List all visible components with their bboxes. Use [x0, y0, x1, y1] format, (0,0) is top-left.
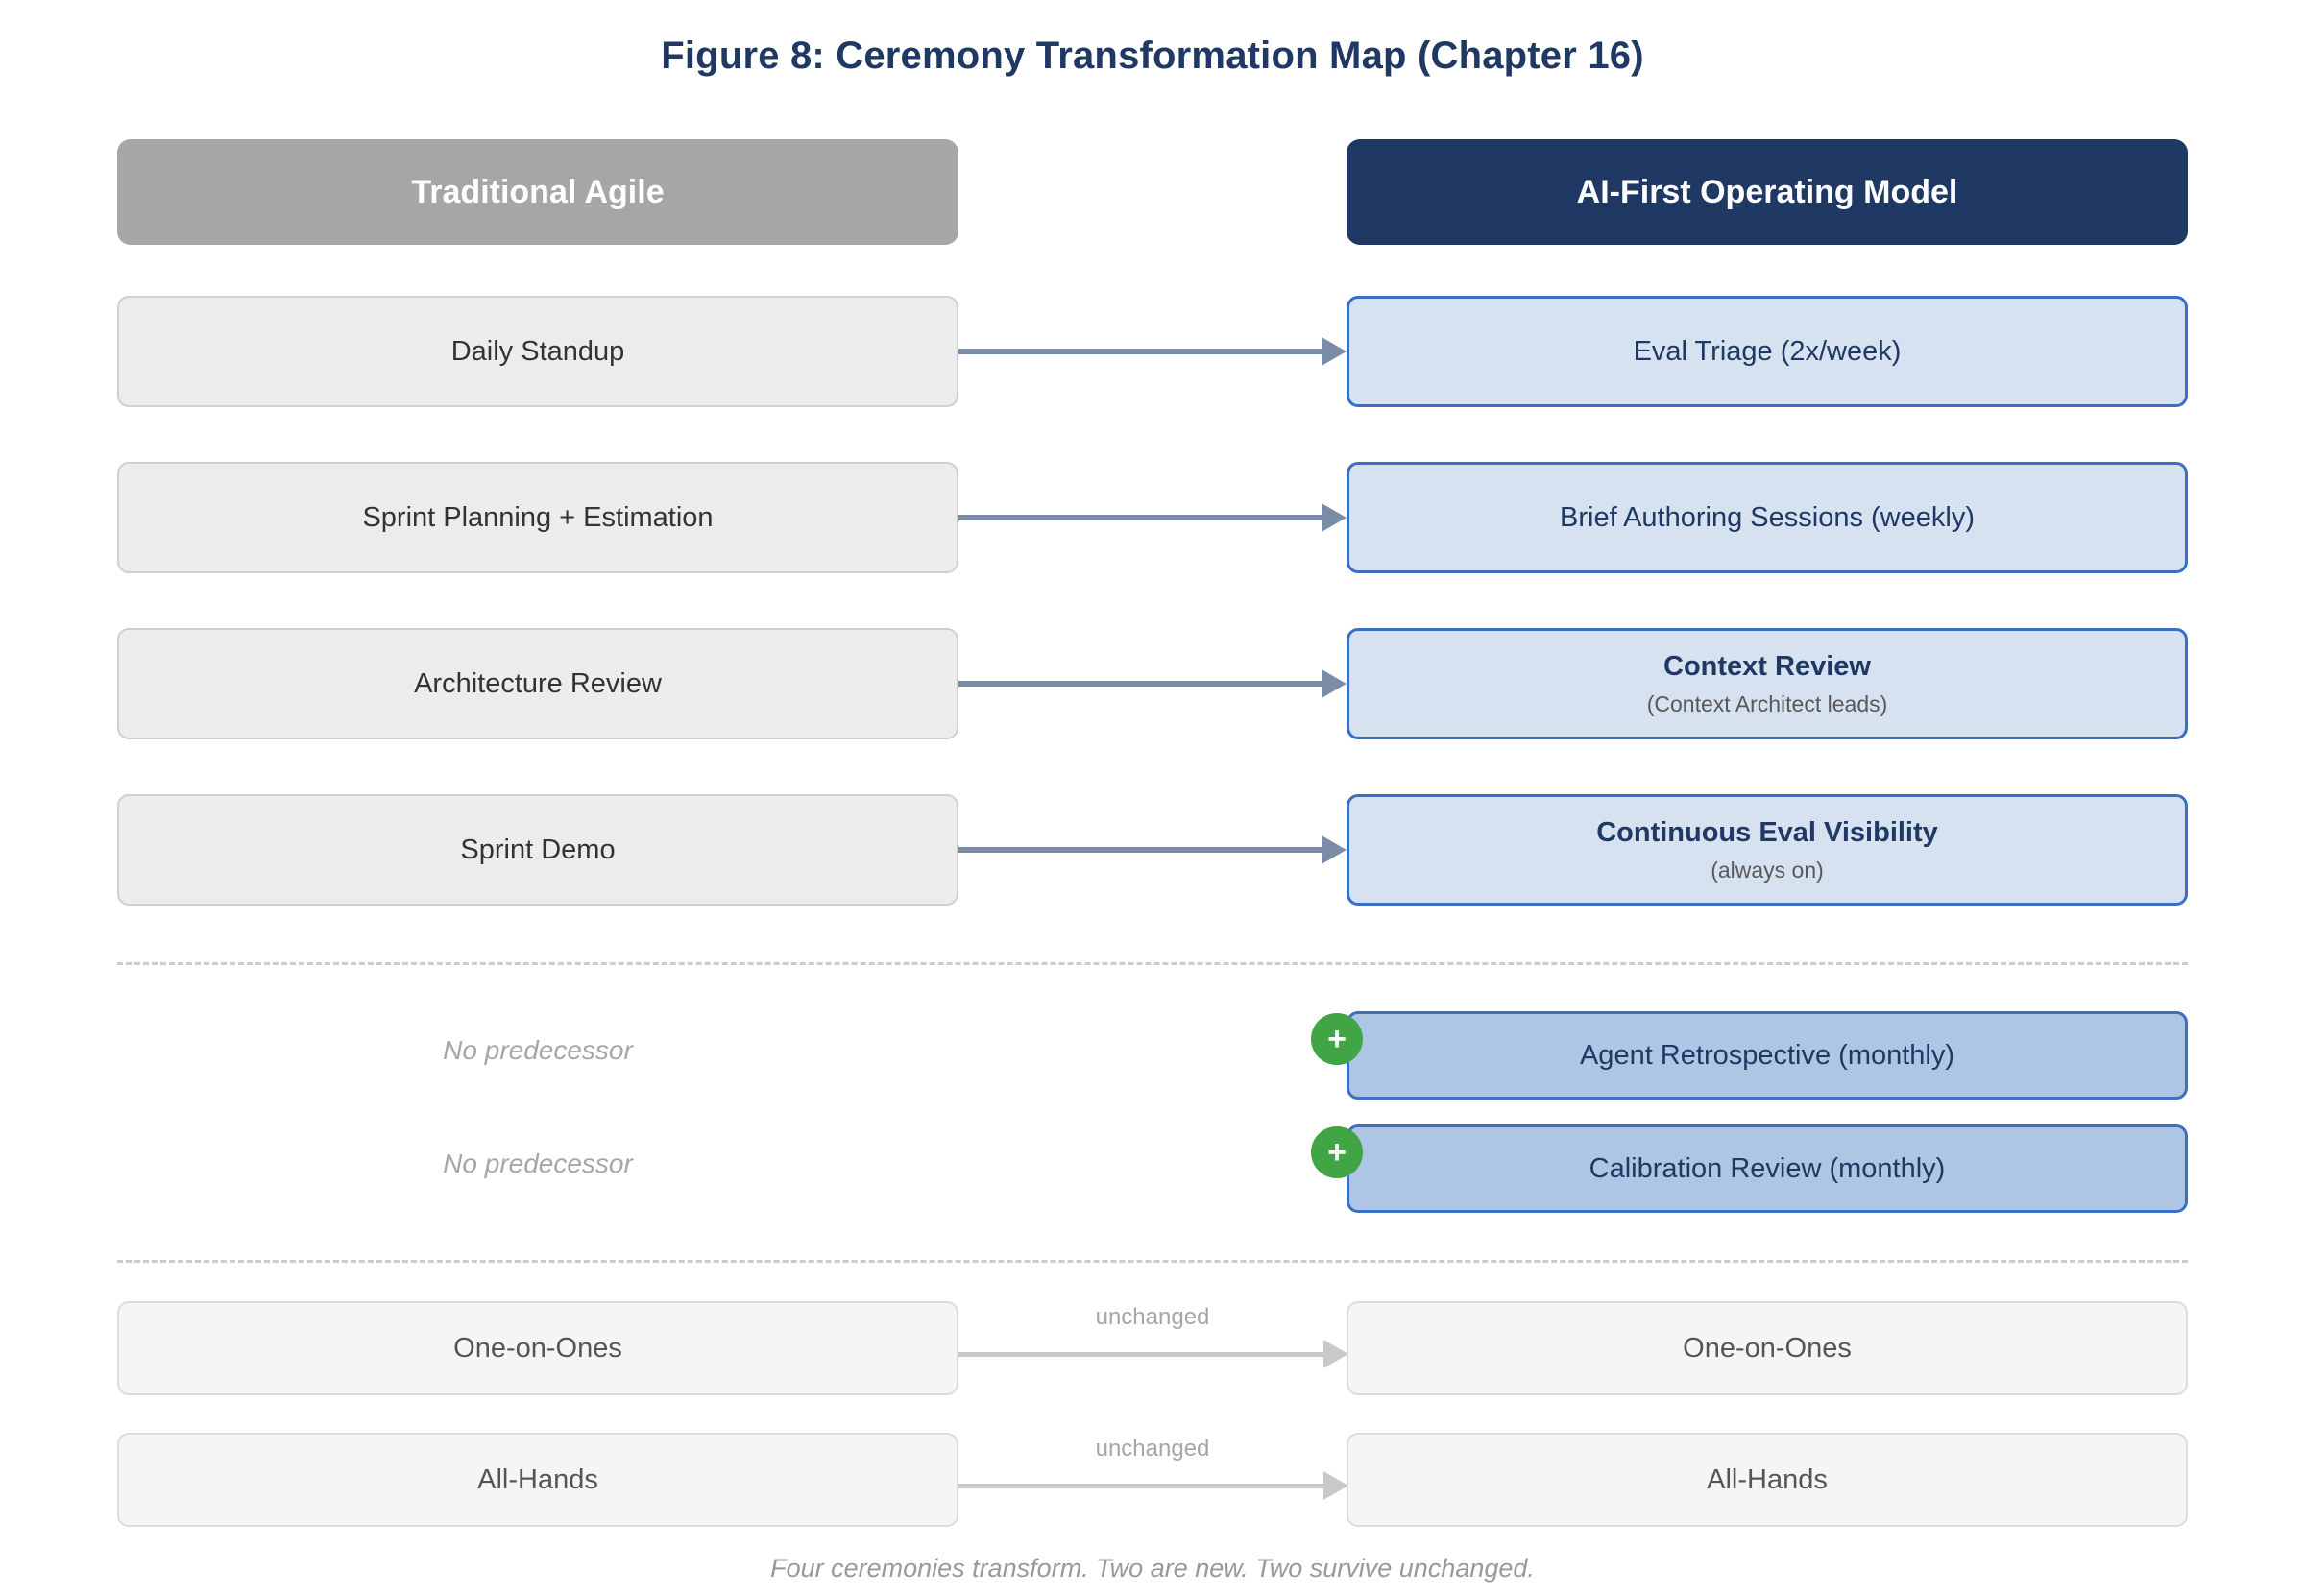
no-predecessor-label-2: No predecessor: [443, 1149, 633, 1178]
section-divider-new-ceremonies: [117, 962, 2188, 965]
traditional-node-one-on-ones[interactable]: One-on-Ones: [117, 1301, 958, 1395]
arrow-shaft: [958, 1484, 1323, 1488]
ai-node-all-hands[interactable]: All-Hands: [1347, 1433, 2188, 1527]
traditional-node-label: Sprint Demo: [460, 834, 616, 865]
traditional-node-all-hands[interactable]: All-Hands: [117, 1433, 958, 1527]
section-divider-unchanged: [117, 1260, 2188, 1263]
ai-node-label: Agent Retrospective (monthly): [1579, 1039, 1955, 1071]
plus-icon-glyph: +: [1327, 1134, 1347, 1171]
ai-node-calibration-review[interactable]: Calibration Review (monthly): [1347, 1124, 2188, 1213]
ai-node-sublabel: (always on): [1711, 857, 1824, 883]
traditional-node-sprint-demo[interactable]: Sprint Demo: [117, 794, 958, 906]
traditional-node-daily-standup[interactable]: Daily Standup: [117, 296, 958, 407]
arrow-head: [1323, 1471, 1348, 1500]
arrow-head: [1323, 1340, 1348, 1368]
ai-node-continuous-eval-visibility[interactable]: Continuous Eval Visibility (always on): [1347, 794, 2188, 906]
traditional-node-architecture-review[interactable]: Architecture Review: [117, 628, 958, 739]
arrow-head: [1322, 835, 1347, 864]
plus-icon-glyph: +: [1327, 1021, 1347, 1057]
traditional-node-label: One-on-Ones: [453, 1332, 622, 1364]
ai-node-label: Continuous Eval Visibility: [1596, 817, 1938, 849]
ai-node-label: All-Hands: [1707, 1463, 1828, 1495]
traditional-node-label: Daily Standup: [450, 335, 625, 367]
column-header-ai-first: AI-First Operating Model: [1347, 139, 2188, 245]
traditional-node-sprint-planning[interactable]: Sprint Planning + Estimation: [117, 462, 958, 573]
ai-node-label: Brief Authoring Sessions (weekly): [1560, 501, 1975, 533]
ai-node-label: Eval Triage (2x/week): [1633, 335, 1902, 367]
ai-node-label: One-on-Ones: [1683, 1332, 1852, 1364]
figure-footer-note: Four ceremonies transform. Two are new. …: [770, 1554, 1535, 1583]
arrow-shaft: [958, 349, 1322, 354]
arrow-head: [1322, 503, 1347, 532]
traditional-node-label: Sprint Planning + Estimation: [362, 501, 714, 533]
ai-node-label: Context Review: [1663, 651, 1871, 683]
arrow-head: [1322, 669, 1347, 698]
arrow-label-unchanged-2: unchanged: [1095, 1436, 1210, 1462]
ai-node-brief-authoring[interactable]: Brief Authoring Sessions (weekly): [1347, 462, 2188, 573]
ai-node-label: Calibration Review (monthly): [1589, 1152, 1946, 1184]
arrow-label-unchanged-1: unchanged: [1095, 1304, 1210, 1330]
column-header-traditional-label: Traditional Agile: [411, 173, 665, 210]
figure-title: Figure 8: Ceremony Transformation Map (C…: [661, 35, 1644, 77]
column-header-traditional: Traditional Agile: [117, 139, 958, 245]
no-predecessor-label-1: No predecessor: [443, 1035, 633, 1065]
arrow-shaft: [958, 681, 1322, 687]
arrow-shaft: [958, 1352, 1323, 1357]
ai-node-sublabel: (Context Architect leads): [1646, 690, 1888, 716]
ai-node-agent-retrospective[interactable]: Agent Retrospective (monthly): [1347, 1011, 2188, 1100]
ai-node-eval-triage[interactable]: Eval Triage (2x/week): [1347, 296, 2188, 407]
arrow-head: [1322, 337, 1347, 366]
ai-node-context-review[interactable]: Context Review (Context Architect leads): [1347, 628, 2188, 739]
arrow-shaft: [958, 847, 1322, 853]
traditional-node-label: All-Hands: [477, 1463, 598, 1495]
column-header-ai-first-label: AI-First Operating Model: [1576, 173, 1958, 210]
traditional-node-label: Architecture Review: [414, 667, 662, 699]
ai-node-one-on-ones[interactable]: One-on-Ones: [1347, 1301, 2188, 1395]
plus-icon: +: [1311, 1126, 1363, 1178]
arrow-shaft: [958, 515, 1322, 520]
plus-icon: +: [1311, 1013, 1363, 1065]
